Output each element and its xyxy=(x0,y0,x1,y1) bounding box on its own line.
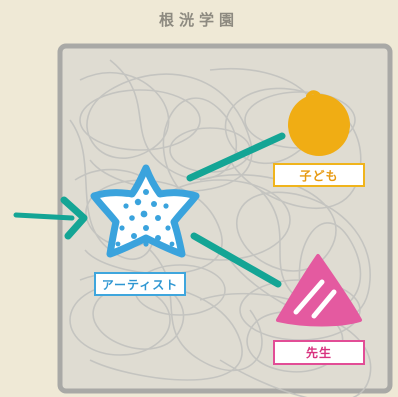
circle-icon xyxy=(288,90,350,156)
link-artist-teacher xyxy=(190,232,282,288)
link-artist-children xyxy=(186,132,286,182)
star-icon xyxy=(90,164,200,258)
page-title: 根洸学園 xyxy=(158,11,239,29)
teacher-label: 先生 xyxy=(273,340,365,365)
artist-label: アーティスト xyxy=(94,272,186,296)
teacher-label-text: 先生 xyxy=(305,346,332,360)
incoming-arrow xyxy=(13,196,88,240)
artist-label-text: アーティスト xyxy=(101,277,179,292)
triangle-icon xyxy=(276,254,362,327)
children-label: 子ども xyxy=(273,163,365,187)
children-label-text: 子ども xyxy=(299,168,339,183)
